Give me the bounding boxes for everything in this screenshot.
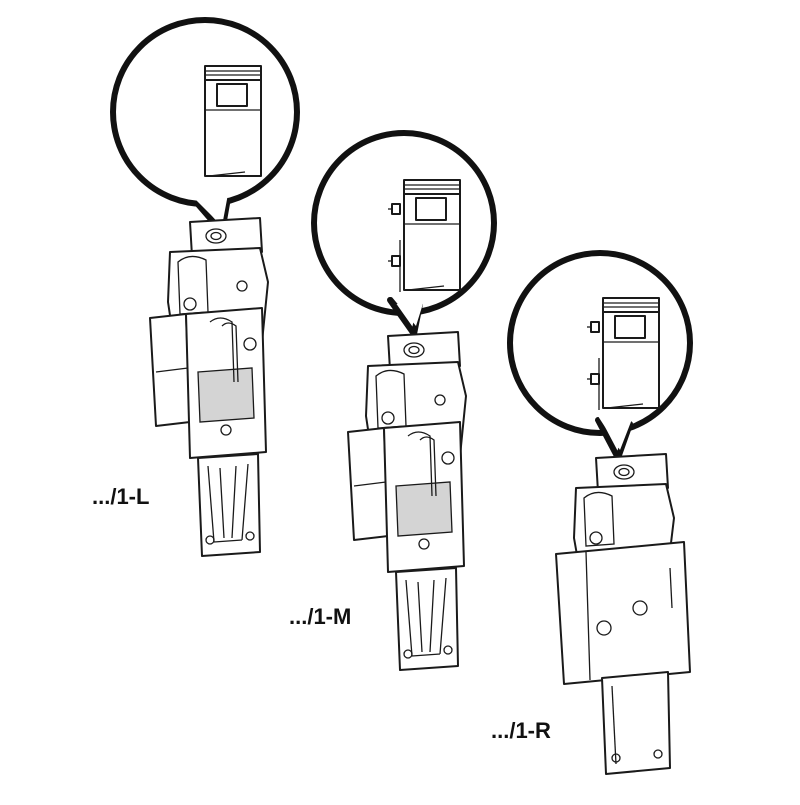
bubble-r [507, 250, 693, 461]
bubble-l [110, 17, 300, 235]
detail-l [204, 65, 262, 177]
connector-m [347, 331, 467, 671]
connector-r [555, 453, 691, 775]
variant-label-m: .../1-M [289, 604, 352, 629]
variant-label-l: .../1-L [92, 484, 150, 509]
variant-label-r: .../1-R [491, 718, 551, 743]
connector-l [149, 217, 269, 557]
bubble-m [311, 130, 497, 337]
